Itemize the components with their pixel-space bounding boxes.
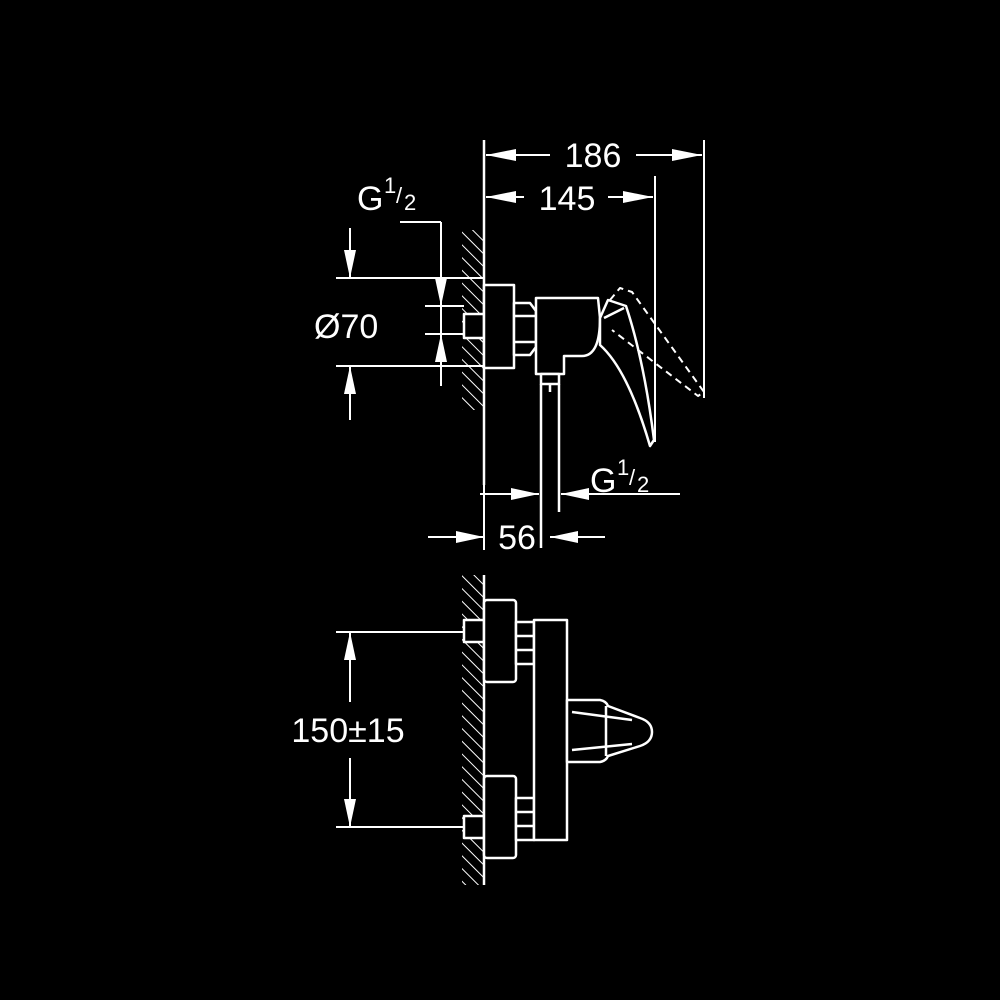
lever-alt-position bbox=[609, 287, 705, 397]
dim-150-arrow-bottom bbox=[344, 799, 356, 827]
lower-inlet-nipple bbox=[462, 814, 486, 840]
lever-front bbox=[565, 698, 654, 764]
mixer-body-front bbox=[532, 618, 569, 842]
lever-front-top-edge bbox=[571, 710, 633, 722]
dim-150-arrow-top bbox=[344, 632, 356, 660]
dim-145-label: 145 bbox=[539, 180, 596, 218]
inlet-sleeve bbox=[482, 283, 516, 370]
wall-hatch-bottom bbox=[462, 575, 484, 885]
dia70-arrow-bottom bbox=[344, 366, 356, 394]
inlet-nipple bbox=[462, 312, 486, 340]
upper-inlet-nipple bbox=[462, 618, 486, 644]
dim-150-label: 150±15 bbox=[291, 712, 404, 750]
dim-186-arrow-right bbox=[672, 149, 702, 161]
outlet-thread-arrow-left bbox=[511, 488, 539, 500]
front-view bbox=[462, 575, 654, 885]
outlet-thread-num: 1 bbox=[617, 455, 629, 480]
front-view-dimensions bbox=[336, 631, 464, 828]
dim-56-label: 56 bbox=[498, 519, 536, 557]
dim-186-label: 186 bbox=[565, 137, 622, 175]
inlet-thread-arrow-bottom bbox=[435, 334, 447, 362]
labels: 186 145 G 1 / 2 Ø70 G 1 / 2 56 150±15 bbox=[291, 137, 649, 750]
outlet-stub bbox=[539, 372, 561, 386]
inlet-thread-slash: / bbox=[396, 183, 403, 208]
inlet-thread-arrow-top bbox=[435, 278, 447, 306]
outlet-thread-den: 2 bbox=[637, 472, 649, 497]
side-view-dimensions bbox=[336, 140, 705, 550]
lever-inner-line bbox=[603, 306, 625, 320]
dim-145-arrow-left bbox=[486, 191, 516, 203]
inlet-thread-base: G bbox=[357, 180, 383, 218]
upper-inlet-sleeve bbox=[482, 598, 518, 684]
outlet-thread-base: G bbox=[590, 462, 616, 500]
outlet-thread-slash: / bbox=[629, 465, 636, 490]
inlet-thread-den: 2 bbox=[404, 190, 416, 215]
dia70-label: Ø70 bbox=[314, 308, 378, 346]
dia70-arrow-top bbox=[344, 250, 356, 278]
dim-186-arrow-left bbox=[486, 149, 516, 161]
lever-front-bottom-edge bbox=[571, 742, 633, 752]
lever-handle bbox=[598, 298, 656, 448]
lower-inlet-nut bbox=[514, 796, 536, 842]
upper-inlet-nut bbox=[514, 620, 536, 666]
dim-56-arrow-left bbox=[456, 531, 484, 543]
inlet-nut bbox=[512, 301, 538, 357]
inlet-thread-num: 1 bbox=[384, 173, 396, 198]
side-view bbox=[462, 140, 705, 548]
dim-145-arrow-right bbox=[623, 191, 653, 203]
dim-56-arrow-right bbox=[550, 531, 578, 543]
outlet-thread-arrow-right bbox=[561, 488, 589, 500]
lower-inlet-sleeve bbox=[482, 774, 518, 860]
